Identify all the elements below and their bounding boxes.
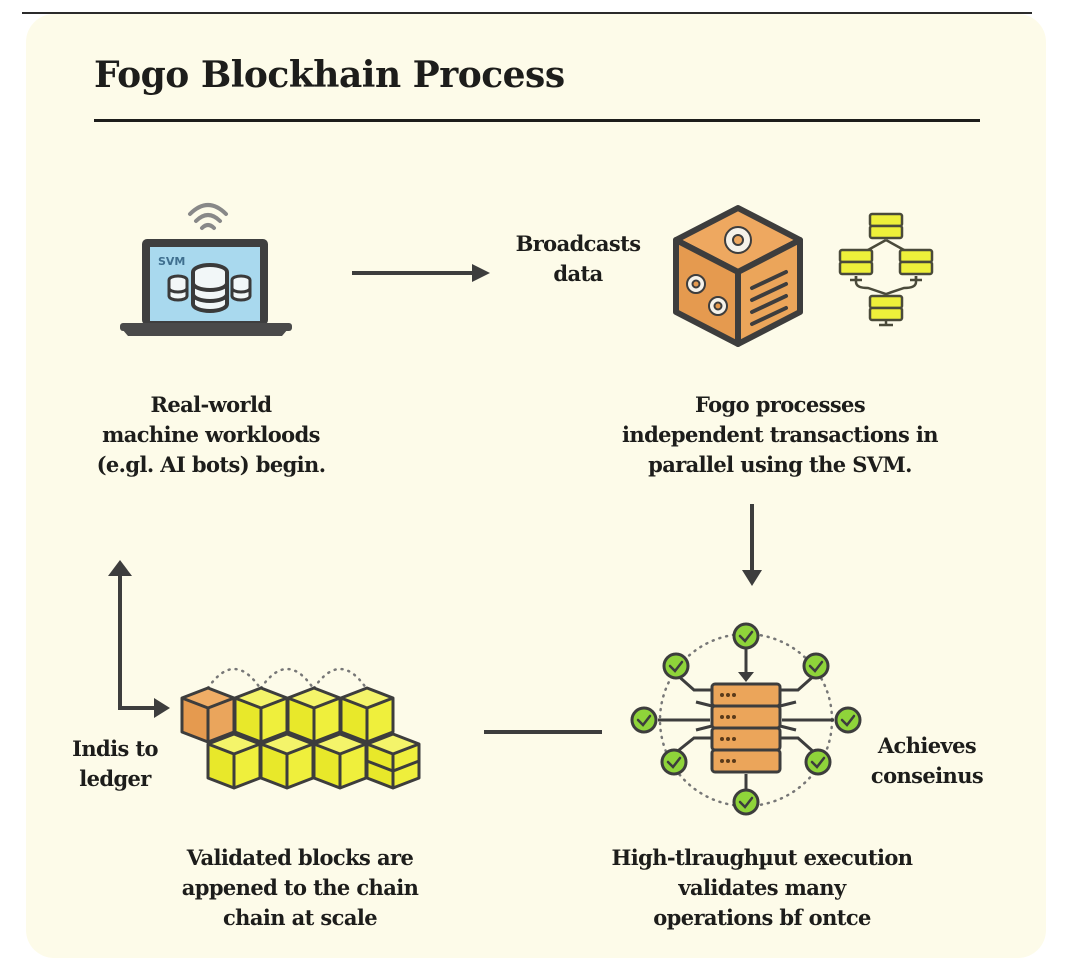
start-label: Real-world machine workloods (e.gl. AI b… (96, 392, 326, 477)
server-rack (710, 682, 782, 774)
arrow-down-icon (742, 504, 762, 586)
wifi-icon (188, 203, 228, 230)
gear-icon (686, 226, 752, 316)
page-title: Fogo Blockhain Process (94, 54, 565, 96)
laptop-svm-icon: SVM (120, 203, 292, 336)
top-divider (22, 12, 1032, 14)
block-row-top (180, 686, 395, 744)
database-icon (191, 263, 229, 313)
validator-check-icon (630, 622, 862, 816)
database-small-icon (167, 274, 252, 302)
server-network-icon (838, 212, 934, 327)
consensus-server-icon (630, 622, 862, 816)
infographic-card (26, 14, 1046, 958)
connector-line (484, 730, 602, 734)
block-row-bottom (206, 732, 421, 790)
title-underline (94, 119, 980, 122)
link-dots (206, 667, 368, 690)
arrow-right-icon (352, 264, 490, 282)
consensus-label: Achieves conseinus (870, 733, 984, 788)
execution-label: High-tlraughµut execution validates many… (611, 845, 914, 930)
ledger-label: Indis to ledger (72, 736, 158, 791)
blocks-label: Validated blocks are appened to the chai… (181, 845, 419, 930)
genesis-block (180, 686, 236, 744)
processing-cube-icon (673, 205, 803, 347)
process-label: Fogo processes independent transactions … (622, 392, 939, 477)
blockchain-blocks-icon (180, 667, 421, 790)
broadcast-label: Broadcasts data (515, 231, 641, 286)
arrow-up-right-icon (108, 560, 170, 718)
server-node (838, 212, 934, 322)
document-lines-icon (750, 270, 788, 326)
svm-label: SVM (158, 255, 185, 268)
